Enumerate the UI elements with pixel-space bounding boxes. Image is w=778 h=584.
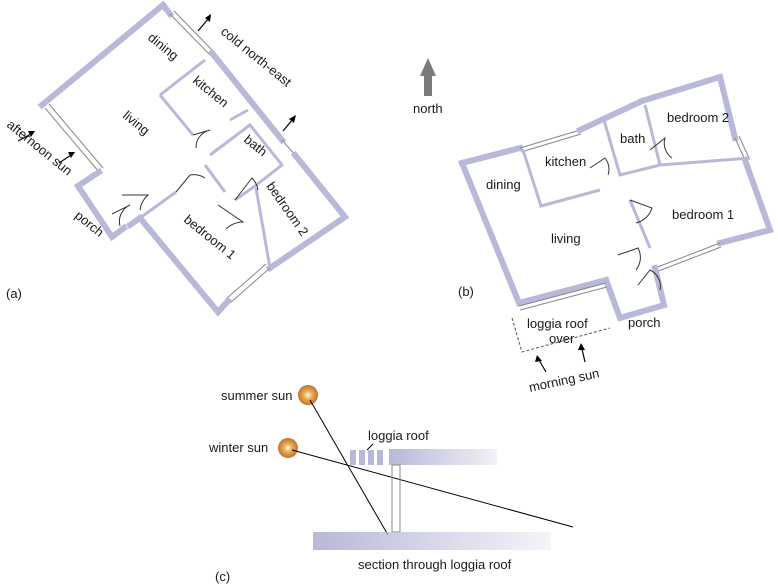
plan-a-afternoon-arrow-1 [17, 131, 35, 142]
section-c: summer sun winter sun loggia roof sectio… [208, 385, 574, 584]
summer-sun-label: summer sun [221, 388, 293, 403]
plan-b-bedroom1-label: bedroom 1 [672, 207, 734, 222]
north-arrow-shaft [424, 74, 432, 96]
plan-b-kitchen-label: kitchen [545, 154, 586, 169]
plan-b-porch-label: porch [628, 315, 661, 330]
plan-a-bath-label: bath [241, 132, 270, 160]
summer-sun-ray [309, 399, 389, 536]
north-arrow-head [420, 58, 436, 76]
plan-a: dining kitchen living bath bedroom 1 bed… [4, 0, 350, 317]
plan-a-caption: (a) [6, 286, 22, 301]
loggia-slats [350, 450, 383, 465]
plan-a-cold-arrow-2 [282, 115, 296, 132]
plan-b-loggia-outline [511, 317, 611, 353]
plan-a-porch-label: porch [72, 208, 107, 240]
plan-b-loggia-label-line1: loggia roof [527, 316, 588, 331]
plan-a-cold-arrow-1 [197, 14, 211, 32]
section-roof [389, 449, 497, 465]
plan-a-cold-northeast-label: cold north-east [218, 24, 295, 90]
plan-b-bath-label: bath [620, 131, 645, 146]
plan-a-bedroom1-label: bedroom 1 [181, 212, 239, 263]
plan-a-outer-wall [37, 0, 168, 110]
north-label: north [413, 101, 443, 116]
plan-a-afternoon-arrow-2 [58, 152, 75, 164]
plan-b-morning-sun-label: morning sun [528, 365, 601, 395]
summer-sun-icon [298, 385, 318, 405]
section-column [391, 464, 401, 533]
plan-b-dining-label: dining [486, 177, 521, 192]
section-caption: section through loggia roof [358, 557, 512, 572]
plan-a-living-label: living [120, 108, 152, 138]
winter-sun-ray [291, 449, 574, 528]
plan-a-afternoon-sun-label: afternoon sun [4, 117, 75, 179]
winter-sun-label: winter sun [208, 440, 268, 455]
plan-a-kitchen-label: kitchen [190, 73, 231, 111]
winter-sun-icon [278, 438, 298, 458]
loggia-roof-leader [366, 443, 374, 451]
section-floor-slab [313, 532, 551, 550]
plan-b: dining kitchen bath bedroom 2 bedroom 1 … [458, 73, 774, 395]
plan-b-morning-arrow-1 [535, 355, 547, 373]
plan-b-bedroom2-label: bedroom 2 [667, 110, 729, 125]
loggia-roof-label: loggia roof [368, 428, 429, 443]
north-arrow: north [413, 58, 443, 116]
plan-b-morning-arrow-2 [578, 343, 586, 363]
plan-b-loggia-label-line2: over [549, 331, 575, 346]
plan-a-bedroom2-label: bedroom 2 [264, 179, 312, 239]
plan-a-dining-label: dining [145, 30, 181, 63]
plan-b-caption: (b) [458, 284, 474, 299]
section-c-caption: (c) [215, 569, 230, 584]
plan-a-window-left [44, 107, 100, 173]
plan-b-living-label: living [551, 231, 581, 246]
